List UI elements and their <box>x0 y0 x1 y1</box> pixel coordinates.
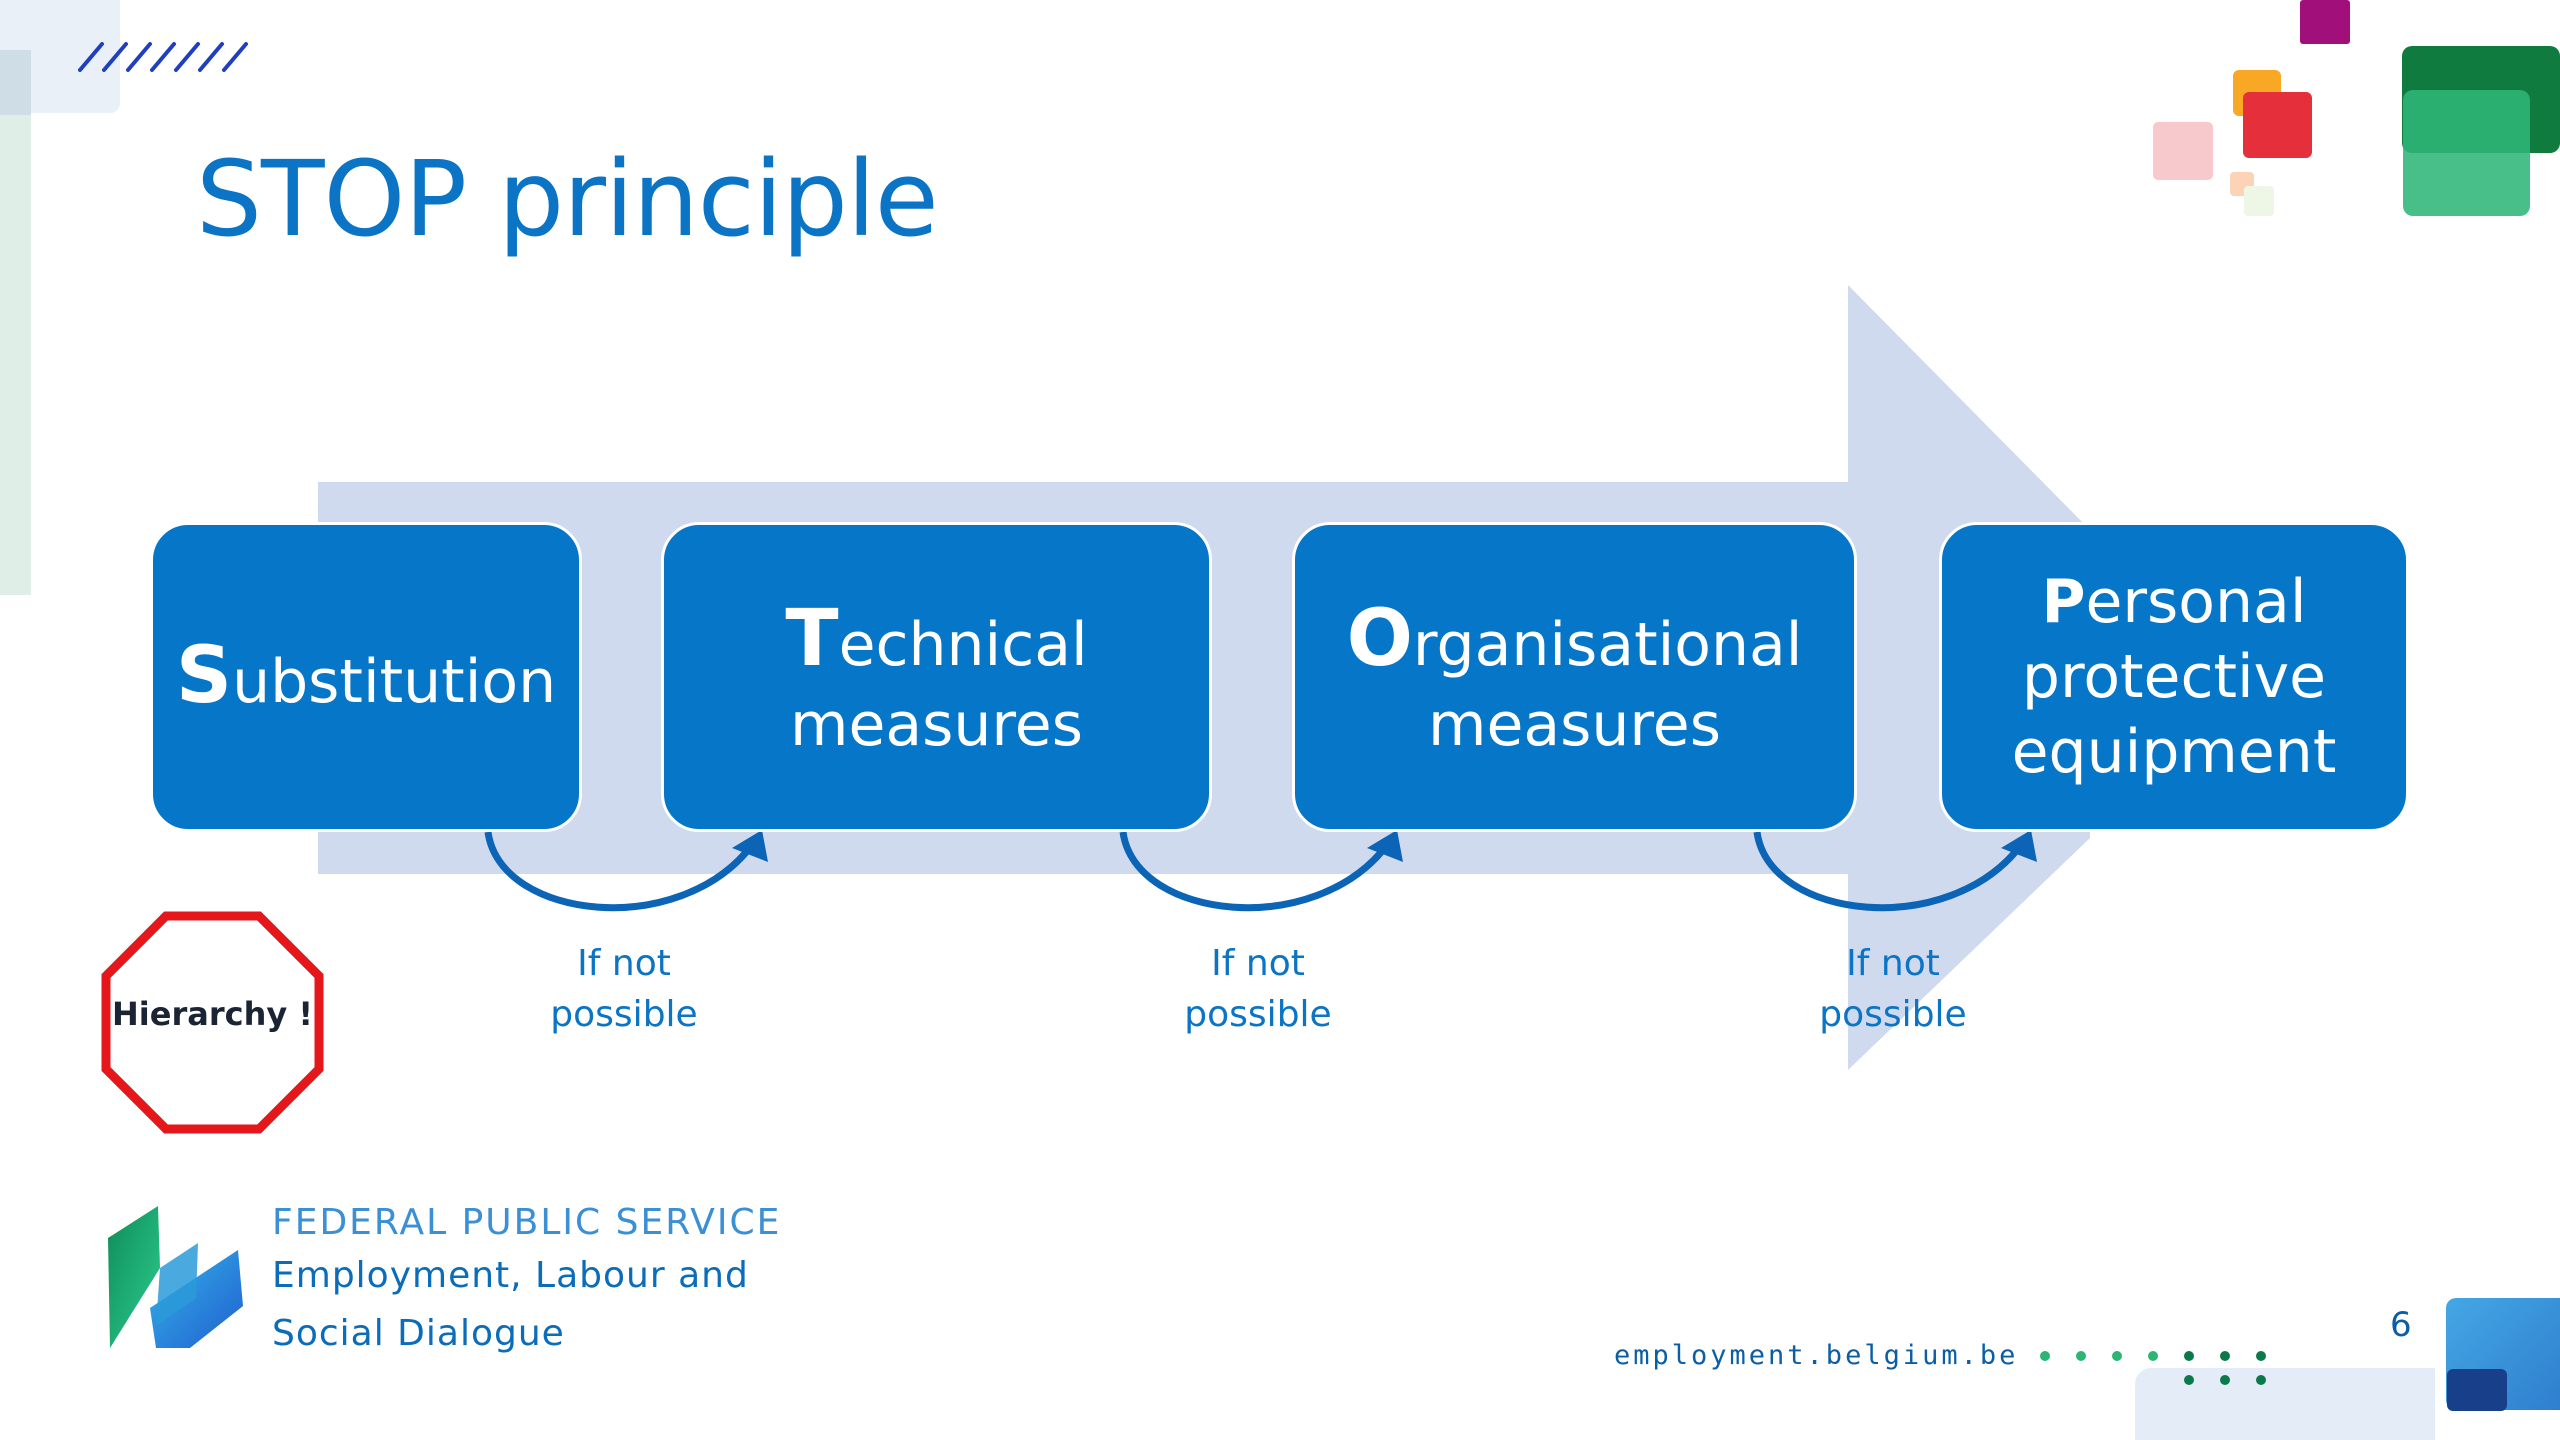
step-text: echnical <box>838 609 1088 680</box>
transition-label: If not possible <box>524 938 724 1040</box>
step-initial: O <box>1346 593 1413 684</box>
step-personal-protective-equipment: Personal protective equipment <box>1939 522 2409 832</box>
dots-decoration <box>2040 1351 2266 1385</box>
step-text: rganisational <box>1412 609 1803 680</box>
org-name-line1: FEDERAL PUBLIC SERVICE <box>272 1202 782 1243</box>
step-substitution: Substitution <box>150 522 582 832</box>
transition-label: If not possible <box>1793 938 1993 1040</box>
step-text-line3: equipment <box>2011 716 2337 787</box>
color-blocks-decoration <box>2153 0 2560 216</box>
side-band-top-decoration <box>0 50 31 115</box>
transition-line1: If not <box>577 943 671 984</box>
transition-line1: If not <box>1211 943 1305 984</box>
transition-line1: If not <box>1846 943 1940 984</box>
step-initial: P <box>2041 566 2086 637</box>
page-number: 6 <box>2390 1305 2412 1345</box>
slash-pattern-decoration <box>78 42 248 72</box>
transition-line2: possible <box>1819 994 1967 1036</box>
step-organisational-measures: Organisational measures <box>1292 522 1857 832</box>
slide-title: STOP principle <box>196 138 939 260</box>
stop-sign-icon <box>101 911 324 1134</box>
step-text: ubstitution <box>232 647 557 718</box>
website-link[interactable]: employment.belgium.be <box>1614 1340 2019 1371</box>
transition-label: If not possible <box>1158 938 1358 1040</box>
corner-square-dark-decoration <box>2447 1369 2507 1411</box>
side-band-decoration <box>0 50 31 595</box>
step-technical-measures: Technical measures <box>661 522 1212 832</box>
step-text-line2: measures <box>790 690 1083 761</box>
step-text-line2: protective <box>2021 641 2327 712</box>
transition-line2: possible <box>1184 994 1332 1036</box>
step-text: ersonal <box>2085 566 2307 637</box>
step-initial: S <box>175 631 233 722</box>
transition-line2: possible <box>550 994 698 1036</box>
step-text-line2: measures <box>1428 690 1721 761</box>
step-initial: T <box>785 593 839 684</box>
fps-logo <box>108 1206 243 1348</box>
stop-sign-label: Hierarchy ! <box>112 995 313 1033</box>
org-name-line3: Social Dialogue <box>272 1313 565 1354</box>
org-name-line2: Employment, Labour and <box>272 1255 749 1296</box>
